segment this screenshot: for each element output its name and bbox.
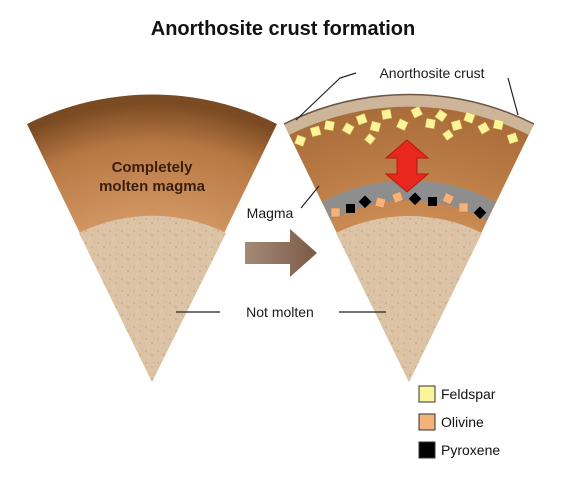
cumulate-ring xyxy=(322,180,496,220)
anorthosite-crust-layer xyxy=(284,94,534,135)
convection-double-arrow xyxy=(384,139,430,193)
leader-lines xyxy=(176,72,519,313)
left-solid-region xyxy=(79,215,226,382)
feldspar-crystals xyxy=(294,105,519,147)
legend-swatch-olivine xyxy=(418,413,436,431)
legend: Feldspar Olivine Pyroxene xyxy=(418,385,500,459)
legend-swatch-pyroxene xyxy=(418,441,436,459)
olivine-crystals xyxy=(330,191,469,218)
transition-arrow xyxy=(245,229,317,277)
right-solid-region xyxy=(336,215,482,382)
legend-swatch-feldspar xyxy=(418,385,436,403)
legend-label-feldspar: Feldspar xyxy=(441,386,496,402)
anorthosite-crust-label: Anorthosite crust xyxy=(379,65,484,81)
legend-label-olivine: Olivine xyxy=(441,414,484,430)
left-wedge: Completely molten magma xyxy=(27,94,277,382)
molten-label-line1: Completely xyxy=(112,159,194,176)
not-molten-label: Not molten xyxy=(246,304,314,320)
right-wedge xyxy=(283,93,535,382)
pyroxene-crystals xyxy=(346,192,487,220)
molten-label-line2: molten magma xyxy=(99,178,206,195)
magma-label: Magma xyxy=(247,205,294,221)
legend-label-pyroxene: Pyroxene xyxy=(441,442,500,458)
diagram-title: Anorthosite crust formation xyxy=(151,18,415,40)
